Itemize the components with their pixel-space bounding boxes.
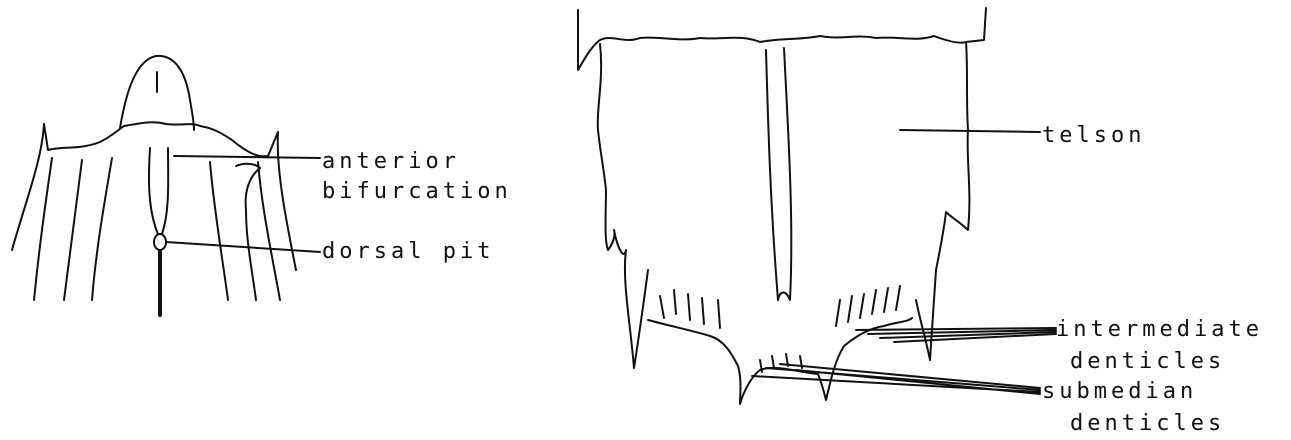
label-intermediate: intermediate: [1056, 318, 1263, 342]
carapace-ridge-1: [34, 158, 52, 300]
label-dorsal-pit: dorsal pit: [322, 240, 494, 264]
label-intermediate-denticles: denticles: [1070, 350, 1225, 374]
bifurcation-left-arm: [149, 148, 158, 234]
telson-right-margin: [916, 42, 969, 360]
telson-groove-right: [778, 48, 791, 300]
left-figure: [12, 56, 320, 315]
leader-telson: [900, 130, 1040, 132]
telson-top-margin: [578, 8, 986, 70]
carapace-ridge-4: [210, 162, 228, 300]
telson-left-margin: [598, 44, 648, 368]
leader-anterior-bifurcation: [174, 156, 320, 158]
carapace-ridge-3: [92, 158, 112, 300]
telson-posterior-margin: [648, 318, 912, 404]
leader-intermediate-denticles: [856, 328, 1056, 342]
dorsal-pit: [154, 234, 166, 250]
label-anterior: anterior: [322, 150, 460, 174]
bifurcation-right-loop: [236, 164, 260, 300]
leader-dorsal-pit: [166, 242, 320, 252]
leader-submedian-denticles: [752, 364, 1040, 394]
right-figure: [578, 8, 1056, 404]
carapace-ridge-2: [64, 160, 82, 300]
label-bifurcation: bifurcation: [322, 180, 512, 204]
label-submedian: submedian: [1042, 380, 1197, 404]
bifurcation-right-arm: [162, 148, 168, 234]
intermediate-denticles-right: [836, 286, 900, 326]
left-lateral-spine: [12, 124, 44, 250]
carapace-anterior-margin: [44, 122, 278, 156]
label-submedian-denticles: denticles: [1070, 412, 1225, 436]
carapace-ridge-5: [258, 162, 280, 300]
telson-groove-left: [766, 50, 778, 300]
label-telson: telson: [1042, 124, 1145, 148]
intermediate-denticles-left: [660, 290, 720, 328]
